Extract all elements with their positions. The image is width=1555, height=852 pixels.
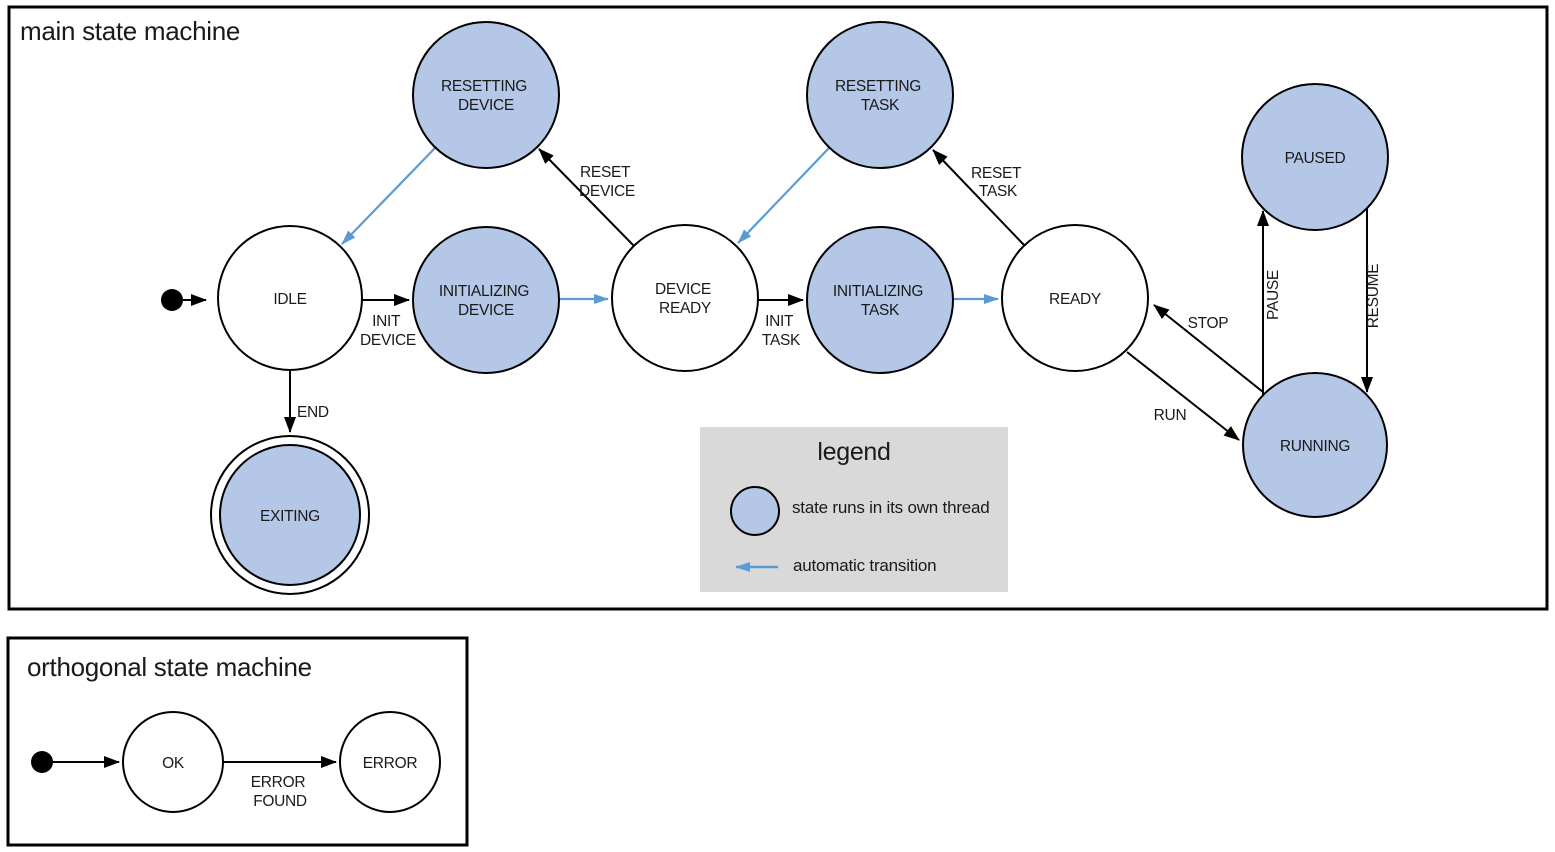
transition-pause-label: PAUSE <box>1265 270 1282 320</box>
state-initializing-device <box>412 226 560 374</box>
transition-init-device-label: INIT DEVICE <box>360 313 416 349</box>
state-device-ready <box>611 224 759 372</box>
state-resetting-task-label: RESETTING TASK <box>835 78 925 114</box>
state-paused <box>1241 83 1389 231</box>
legend-title: legend <box>817 438 890 466</box>
auto-transition-resetting-task-to-device-ready <box>737 147 830 244</box>
state-device-ready-label: DEVICE READY <box>655 281 715 317</box>
state-ok-label: OK <box>162 755 185 772</box>
initial-state-dot-main <box>161 289 183 311</box>
transition-stop-arrow <box>1153 304 1264 393</box>
state-initializing-task-label: INITIALIZING TASK <box>833 283 927 319</box>
state-exiting <box>219 444 361 586</box>
orthogonal-panel-title: orthogonal state machine <box>27 652 312 682</box>
state-initializing-task <box>806 226 954 374</box>
state-error-label: ERROR <box>363 755 418 772</box>
initial-state-dot-orthogonal <box>31 751 53 773</box>
state-ready-label: READY <box>1049 291 1101 308</box>
transition-run-label: RUN <box>1154 407 1187 424</box>
state-error <box>339 711 441 813</box>
transition-resume-label: RESUME <box>1365 264 1382 329</box>
auto-transition-resetting-device-to-idle <box>341 147 436 245</box>
transition-init-task-label: INIT TASK <box>762 313 801 349</box>
transition-run-arrow <box>1126 351 1240 441</box>
transition-error-found-label: ERROR FOUND <box>251 774 310 810</box>
state-initializing-device-label: INITIALIZING DEVICE <box>439 283 533 319</box>
transition-reset-task-arrow <box>932 149 1025 246</box>
state-idle <box>217 225 363 371</box>
legend-threaded-state-icon <box>730 486 780 536</box>
state-resetting-device <box>412 21 560 169</box>
state-exiting-label: EXITING <box>260 508 320 525</box>
state-resetting-device-label: RESETTING DEVICE <box>441 78 531 114</box>
main-panel-title: main state machine <box>20 16 240 46</box>
state-running <box>1242 372 1388 518</box>
legend-auto-label: automatic transition <box>793 556 936 575</box>
state-ready <box>1001 224 1149 372</box>
state-paused-label: PAUSED <box>1285 150 1346 167</box>
state-idle-label: IDLE <box>273 291 306 308</box>
state-running-label: RUNNING <box>1280 438 1350 455</box>
transition-reset-device-label: RESET DEVICE <box>579 164 635 200</box>
transition-reset-device-arrow <box>538 148 635 247</box>
transition-end-label: END <box>297 404 329 421</box>
transition-reset-task-label: RESET TASK <box>971 165 1025 200</box>
legend-thread-label: state runs in its own thread <box>792 498 990 517</box>
state-ok <box>122 711 224 813</box>
transition-stop-label: STOP <box>1188 315 1229 332</box>
state-resetting-task <box>806 21 954 169</box>
